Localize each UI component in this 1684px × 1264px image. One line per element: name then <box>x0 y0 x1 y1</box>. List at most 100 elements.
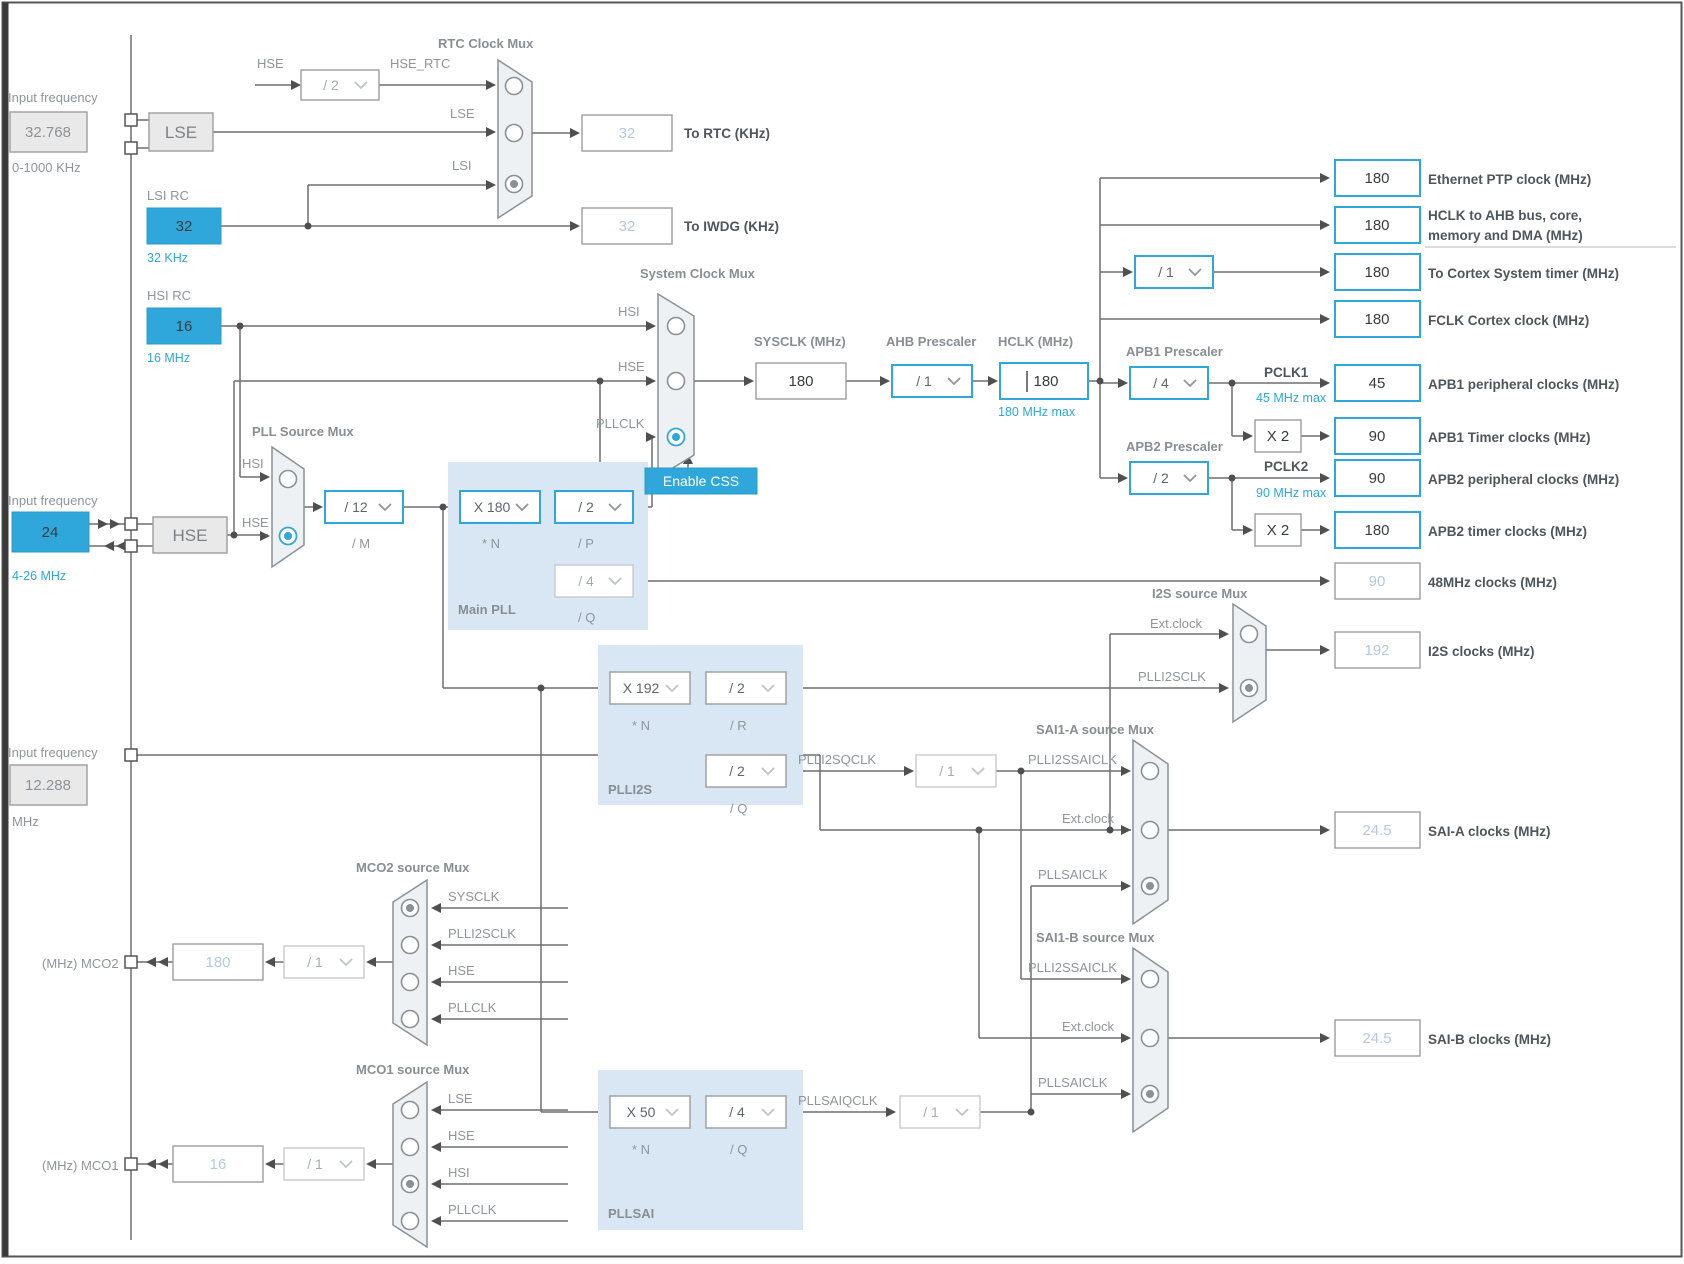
hclk-max-label: 180 MHz max <box>998 405 1076 419</box>
saib-radio-plli2ssaiclk[interactable] <box>1140 969 1160 989</box>
mco1-radio-pllclk[interactable] <box>400 1211 420 1231</box>
pllsai-q-dropdown[interactable]: / 4 <box>705 1095 787 1129</box>
apb1-timer-box: 90 <box>1334 417 1421 455</box>
cortex-timer-divider-dropdown[interactable]: / 1 <box>1134 255 1214 289</box>
plli2s-r-label: / R <box>730 718 747 733</box>
rtc-hse-divider-dropdown[interactable]: / 2 <box>300 69 380 101</box>
pllsai-n-label: * N <box>632 1142 650 1157</box>
pllsaiq-divider-dropdown[interactable]: / 1 <box>899 1095 981 1129</box>
apb1-peripheral-box: 45 <box>1334 364 1421 402</box>
svg-text:90: 90 <box>1369 470 1386 487</box>
hsi-rc-block[interactable]: 16 <box>146 307 222 345</box>
rtc-mux-radio-hse-rtc[interactable] <box>504 76 524 96</box>
sysmux-hse-label: HSE <box>618 359 645 374</box>
sysmux-pllclk-label: PLLCLK <box>596 416 645 431</box>
svg-text:/ 2: / 2 <box>729 763 745 779</box>
svg-text:24: 24 <box>42 524 59 541</box>
mco1-divider-dropdown[interactable]: / 1 <box>283 1147 365 1181</box>
plli2sqclk-label: PLLI2SQCLK <box>798 752 876 767</box>
system-mux-title: System Clock Mux <box>640 266 756 281</box>
sysmux-radio-pllclk-selected[interactable] <box>666 427 686 447</box>
plli2s-n-dropdown[interactable]: X 192 <box>609 671 691 705</box>
saib-radio-pllsaiclk-selected[interactable] <box>1140 1084 1160 1104</box>
i2s-mux-radio-extclock[interactable] <box>1239 624 1259 644</box>
cortex-timer-label: To Cortex System timer (MHz) <box>1428 266 1619 281</box>
svg-text:HSE: HSE <box>173 526 208 545</box>
sysmux-radio-hse[interactable] <box>666 371 686 391</box>
hclk-label: HCLK (MHz) <box>998 334 1073 349</box>
rtc-mux-radio-lsi-selected[interactable] <box>504 174 524 194</box>
svg-text:180: 180 <box>1033 373 1058 390</box>
i2s-mux-title: I2S source Mux <box>1152 586 1248 601</box>
plli2s-q-dropdown[interactable]: / 2 <box>705 754 787 788</box>
pll-mux-radio-hse-selected[interactable] <box>278 526 298 546</box>
mco2-mux-title: MCO2 source Mux <box>356 860 470 875</box>
hse-oscillator-block[interactable]: HSE <box>152 516 228 554</box>
mco2-radio-plli2sclk[interactable] <box>400 935 420 955</box>
svg-text:32: 32 <box>619 218 636 235</box>
mco1-value-box: 16 <box>172 1145 264 1183</box>
ahb-prescaler-dropdown[interactable]: / 1 <box>891 364 973 398</box>
lse-input-frequency-field[interactable]: 32.768 <box>9 111 88 153</box>
i2s-clocks-label: I2S clocks (MHz) <box>1428 644 1535 659</box>
plln-label: * N <box>482 536 500 551</box>
saia-clocks-label: SAI-A clocks (MHz) <box>1428 824 1551 839</box>
pllq-divider-dropdown[interactable]: / 4 <box>554 564 634 598</box>
fclk-label: FCLK Cortex clock (MHz) <box>1428 313 1589 328</box>
saia-radio-plli2ssaiclk[interactable] <box>1140 761 1160 781</box>
saib-radio-extclock[interactable] <box>1140 1028 1160 1048</box>
mco2-radio-pllclk[interactable] <box>400 1009 420 1029</box>
enable-css-button[interactable]: Enable CSS <box>644 467 758 495</box>
apb2-prescaler-label: APB2 Prescaler <box>1126 439 1223 454</box>
pll-mux-radio-hsi[interactable] <box>278 469 298 489</box>
mco1-radio-lse[interactable] <box>400 1100 420 1120</box>
i2s-input-frequency-field[interactable]: 12.288 <box>9 764 88 806</box>
mco1-mux-title: MCO1 source Mux <box>356 1062 470 1077</box>
mco2-radio-hse[interactable] <box>400 972 420 992</box>
saia-mux-title: SAI1-A source Mux <box>1036 722 1155 737</box>
hse-rtc-signal-label: HSE_RTC <box>390 56 450 71</box>
chip-ports <box>124 113 138 1171</box>
saia-radio-pllsaiclk-selected[interactable] <box>1140 876 1160 896</box>
pllsaiqclk-label: PLLSAIQCLK <box>798 1093 878 1108</box>
rtc-mux-radio-lse[interactable] <box>504 123 524 143</box>
svg-text:Enable CSS: Enable CSS <box>663 473 739 489</box>
mco1-radio-hsi-selected[interactable] <box>400 1174 420 1194</box>
plli2sq-divider-dropdown[interactable]: / 1 <box>915 754 997 788</box>
apb2-timer-label: APB2 timer clocks (MHz) <box>1428 524 1587 539</box>
pllm-divider-dropdown[interactable]: / 12 <box>324 490 404 524</box>
svg-text:/ 1: / 1 <box>923 1104 939 1120</box>
saia-extclock-label: Ext.clock <box>1062 811 1115 826</box>
plln-multiplier-dropdown[interactable]: X 180 <box>459 490 541 524</box>
lse-oscillator-block[interactable]: LSE <box>148 112 214 152</box>
hsi-freq-label: 16 MHz <box>147 351 190 365</box>
ahb-prescaler-label: AHB Prescaler <box>886 334 976 349</box>
svg-text:16: 16 <box>210 1156 227 1173</box>
left-edge-bar <box>2 2 9 1257</box>
svg-text:/ 2: / 2 <box>729 680 745 696</box>
mco1-radio-hse[interactable] <box>400 1137 420 1157</box>
apb2-prescaler-dropdown[interactable]: / 2 <box>1129 461 1209 495</box>
mco2-divider-dropdown[interactable]: / 1 <box>283 945 365 979</box>
hse-input-frequency-field[interactable]: 24 <box>11 511 90 553</box>
pllsai-n-dropdown[interactable]: X 50 <box>609 1095 691 1129</box>
sysmux-radio-hsi[interactable] <box>666 316 686 336</box>
lsi-rc-block[interactable]: 32 <box>146 207 222 245</box>
apb1-prescaler-dropdown[interactable]: / 4 <box>1129 366 1209 400</box>
svg-text:180: 180 <box>788 373 813 390</box>
rtc-hse-stub-label: HSE <box>257 56 284 71</box>
pllp-divider-dropdown[interactable]: / 2 <box>554 490 634 524</box>
i2s-mux-radio-plli2sclk-selected[interactable] <box>1239 678 1259 698</box>
svg-text:/ 1: / 1 <box>307 1156 323 1172</box>
saib-clocks-box: 24.5 <box>1334 1019 1421 1057</box>
to-iwdg-label: To IWDG (KHz) <box>684 219 779 234</box>
cortex-timer-box: 180 <box>1334 253 1421 291</box>
apb2-timer-box: 180 <box>1334 511 1421 549</box>
mco2-radio-sysclk-selected[interactable] <box>400 898 420 918</box>
plli2ssaiclk-label: PLLI2SSAICLK <box>1028 752 1117 767</box>
saia-radio-extclock[interactable] <box>1140 820 1160 840</box>
plli2s-r-dropdown[interactable]: / 2 <box>705 671 787 705</box>
hclk-input-field[interactable]: 180 <box>999 362 1089 400</box>
rtc-mux-lse-label: LSE <box>450 106 475 121</box>
